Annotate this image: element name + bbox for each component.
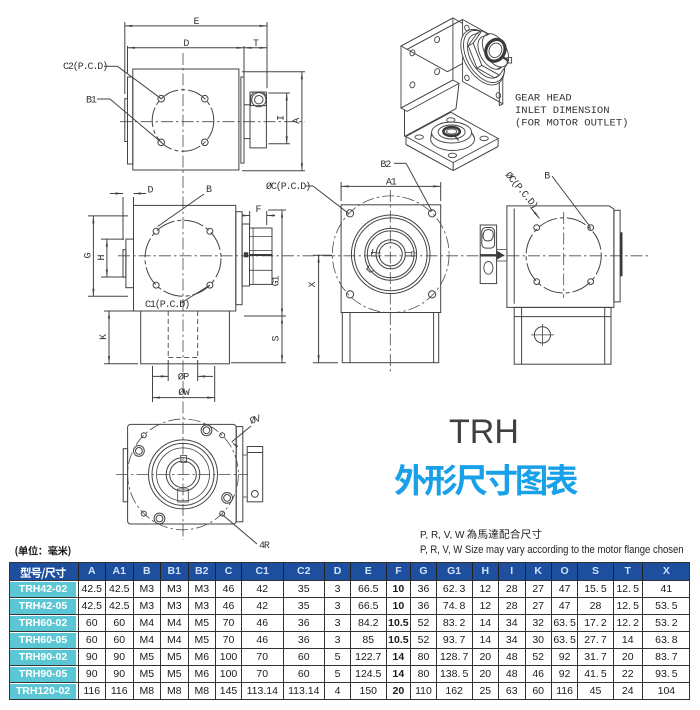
svg-text:TRH: TRH (449, 413, 519, 451)
svg-text:ØW: ØW (178, 387, 190, 399)
svg-text:G: G (83, 253, 94, 259)
svg-text:ØC(P.C.D): ØC(P.C.D) (266, 181, 310, 193)
svg-text:P, R, V, W Size may vary accor: P, R, V, W Size may vary according to th… (420, 544, 684, 556)
svg-text:GEAR HEAD: GEAR HEAD (515, 93, 572, 105)
svg-text:B1: B1 (86, 95, 97, 106)
svg-text:B2: B2 (380, 160, 391, 171)
svg-text:I: I (277, 116, 288, 121)
svg-text:D: D (183, 39, 189, 50)
svg-text:A1: A1 (386, 178, 397, 189)
svg-text:P, R, V, W: P, R, V, W (420, 530, 465, 541)
svg-text:(FOR MOTOR OUTLET): (FOR MOTOR OUTLET) (515, 118, 628, 130)
svg-text:C2(P.C.D): C2(P.C.D) (63, 61, 107, 73)
svg-text:D: D (148, 186, 154, 197)
svg-text:ØP: ØP (178, 372, 189, 384)
svg-text:B: B (206, 185, 212, 196)
svg-text:F: F (256, 205, 262, 216)
svg-text:G1: G1 (271, 276, 282, 287)
svg-text:X: X (308, 281, 319, 287)
svg-text:4R: 4R (259, 541, 270, 552)
svg-text:E: E (193, 17, 199, 28)
svg-text:K: K (99, 334, 110, 340)
svg-text:B: B (544, 172, 550, 183)
svg-text:S: S (271, 335, 282, 341)
svg-text:A: A (292, 118, 303, 124)
svg-text:T: T (253, 39, 259, 50)
svg-text:H: H (97, 255, 108, 261)
svg-text:C1(P.C.D): C1(P.C.D) (145, 299, 189, 311)
svg-text:INLET DIMENSION: INLET DIMENSION (515, 105, 610, 117)
